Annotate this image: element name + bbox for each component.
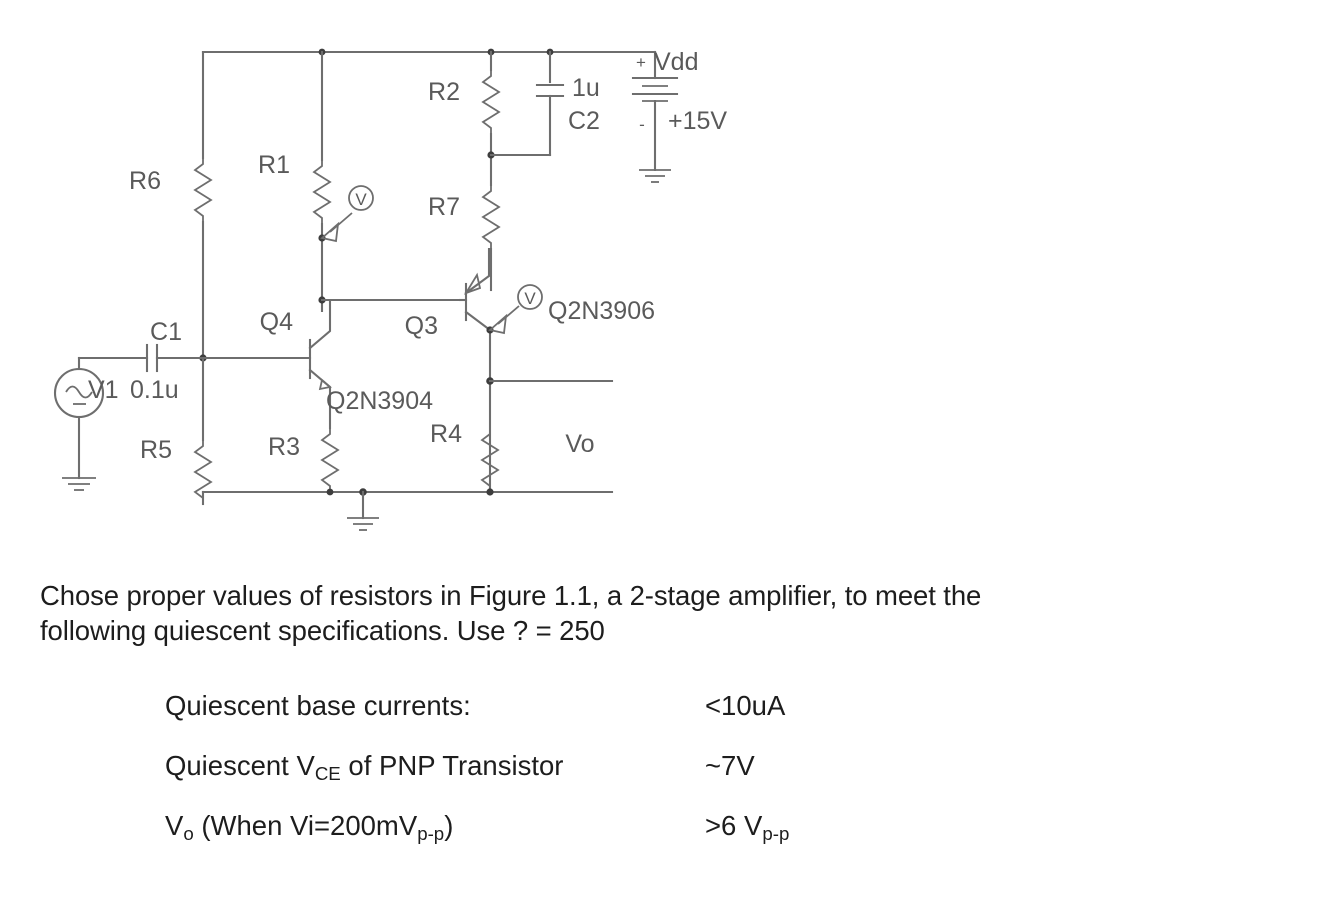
label-r2: R2 xyxy=(428,78,460,106)
label-c2-value: 1u xyxy=(572,74,600,102)
label-vdd-value: +15V xyxy=(668,107,727,135)
node-dot-r3-gnd xyxy=(326,488,334,496)
spec-value: ~7V xyxy=(705,750,755,782)
spec-label: Quiescent VCE of PNP Transistor xyxy=(165,750,705,785)
voltage-probe-q4: V xyxy=(320,185,374,243)
transistor-q4-symbol xyxy=(308,298,332,430)
spec-label: Vo (When Vi=200mVp-p) xyxy=(165,810,705,845)
problem-line-2: following quiescent specifications. Use … xyxy=(40,615,605,646)
resistor-r6-symbol xyxy=(194,157,212,223)
ground-symbol-main xyxy=(347,517,379,531)
ground-symbol-vdd xyxy=(639,169,671,183)
spec-value-text: >6 V xyxy=(705,810,763,841)
battery-minus-sign: - xyxy=(639,115,645,134)
spec-value-text: <10uA xyxy=(705,690,786,721)
spec-row: Vo (When Vi=200mVp-p) >6 Vp-p xyxy=(165,810,1165,870)
label-q4: Q4 xyxy=(260,308,293,336)
label-r6: R6 xyxy=(129,167,161,195)
resistor-r3-symbol xyxy=(321,427,339,493)
spec-value: <10uA xyxy=(705,690,785,722)
specifications-list: Quiescent base currents: <10uA Quiescent… xyxy=(165,690,1165,870)
probe-glyph-q4: V xyxy=(355,190,367,209)
battery-plus-sign: + xyxy=(636,53,646,72)
spec-label-text: V xyxy=(165,810,184,841)
spec-label-text-tail: ) xyxy=(444,810,454,841)
spec-label-subscript-2: p-p xyxy=(417,823,445,845)
label-r3: R3 xyxy=(268,433,300,461)
label-vdd: Vdd xyxy=(654,48,698,76)
capacitor-c1-symbol xyxy=(145,343,205,373)
label-q3: Q3 xyxy=(405,312,438,340)
spec-label-subscript: o xyxy=(183,823,194,845)
label-v1: V1 xyxy=(88,376,119,404)
problem-line-1: Chose proper values of resistors in Figu… xyxy=(40,580,982,611)
label-c1: C1 xyxy=(150,318,182,346)
resistor-r7-symbol xyxy=(482,184,500,250)
resistor-r2-symbol xyxy=(482,69,500,135)
spec-value-subscript: p-p xyxy=(762,823,790,845)
spec-label-text: Quiescent V xyxy=(165,750,315,781)
label-c2: C2 xyxy=(568,107,600,135)
spec-value-text: ~7V xyxy=(705,750,755,781)
label-r5: R5 xyxy=(140,436,172,464)
spec-label-text: Quiescent base currents: xyxy=(165,690,471,721)
problem-statement: Chose proper values of resistors in Figu… xyxy=(40,578,1310,648)
transistor-q3-symbol xyxy=(458,247,492,494)
node-dot-r4-gnd xyxy=(486,488,494,496)
battery-symbol xyxy=(631,76,679,102)
label-r1: R1 xyxy=(258,151,290,179)
spec-label-text-tail: of PNP Transistor xyxy=(340,750,564,781)
label-r7: R7 xyxy=(428,193,460,221)
voltage-probe-q3: V xyxy=(488,284,543,335)
spec-label: Quiescent base currents: xyxy=(165,690,705,722)
spec-label-subscript: CE xyxy=(314,763,341,785)
ground-symbol-v1 xyxy=(62,477,96,491)
resistor-r1-symbol xyxy=(313,159,331,225)
spec-value: >6 Vp-p xyxy=(705,810,790,845)
spec-label-text-mid: (When Vi=200mV xyxy=(193,810,418,841)
label-q3-part: Q2N3906 xyxy=(548,297,655,325)
circuit-figure: R6 V1 C1 0.1u R5 R1 V xyxy=(53,48,727,531)
spec-row: Quiescent VCE of PNP Transistor ~7V xyxy=(165,750,1165,810)
label-r4: R4 xyxy=(430,420,462,448)
v1-sine-glyph xyxy=(65,385,93,399)
probe-glyph-q3: V xyxy=(524,289,536,308)
label-vo: Vo xyxy=(565,430,594,458)
label-q4-part: Q2N3904 xyxy=(326,387,433,415)
label-c1-value: 0.1u xyxy=(130,376,179,404)
spec-row: Quiescent base currents: <10uA xyxy=(165,690,1165,750)
capacitor-c2-symbol xyxy=(535,83,565,98)
